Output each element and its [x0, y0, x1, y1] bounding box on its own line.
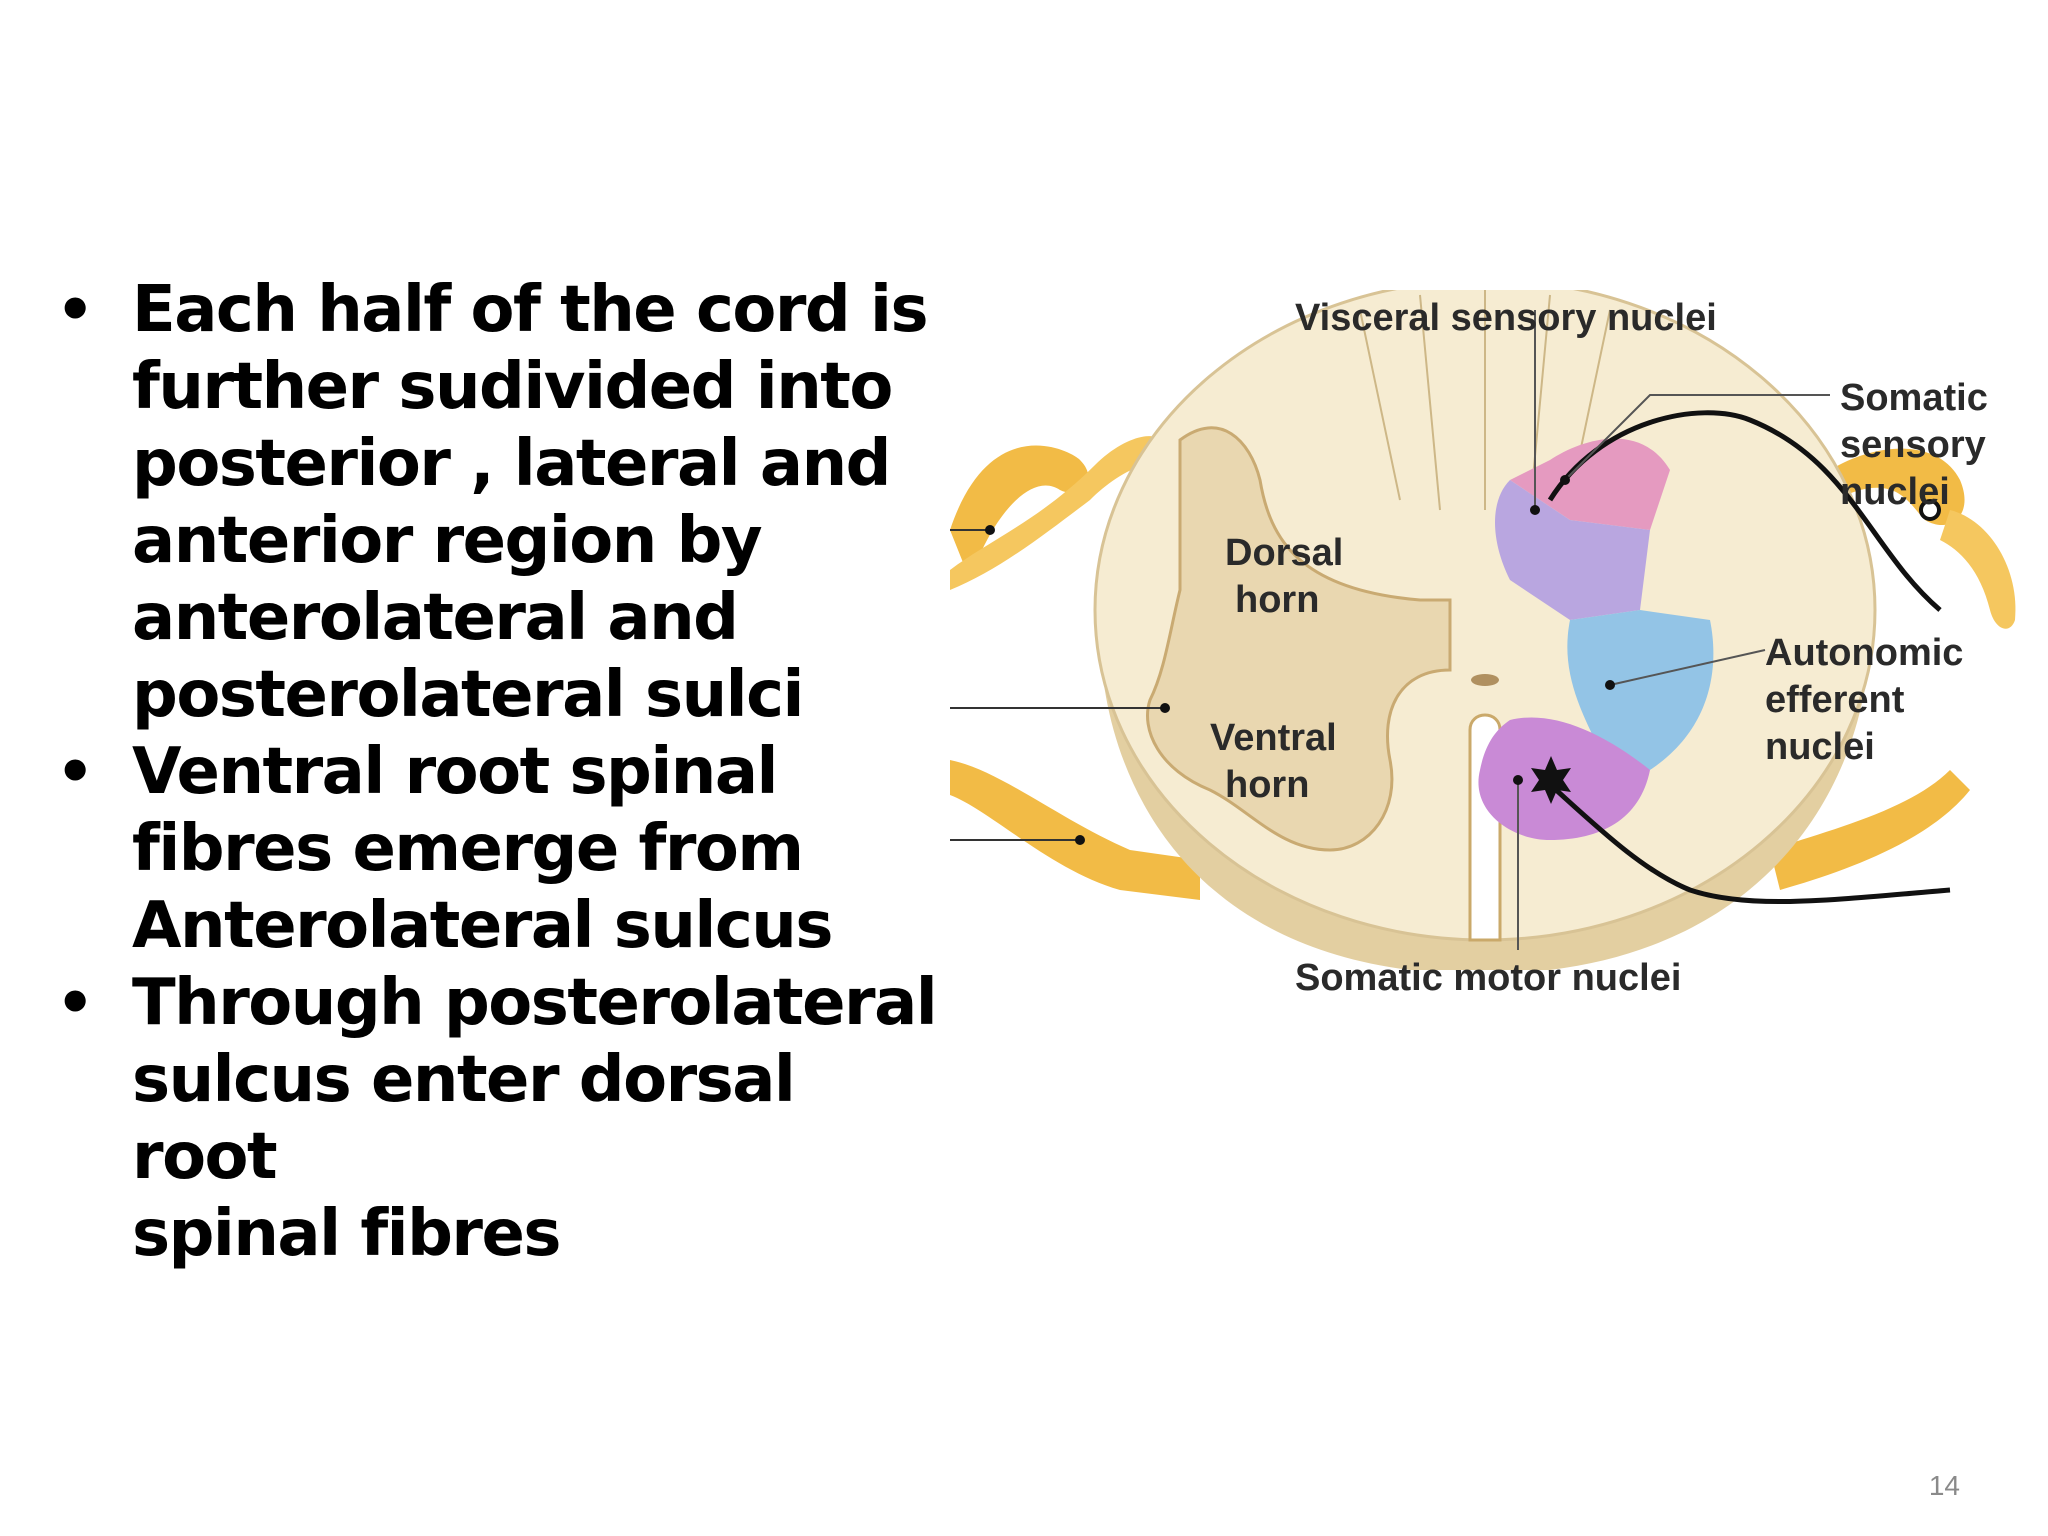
right-ventral-root: [1770, 770, 1970, 890]
left-dorsal-root-fibre: [950, 436, 1160, 590]
bullet-line: further sudivided into: [132, 350, 893, 424]
autonomic-efferent-label-line: nuclei: [1765, 726, 1875, 768]
sensory-ganglion-cell-icon: [1919, 499, 1941, 521]
leader-line-somatic-sensory: [1564, 394, 1830, 481]
ventral-horn-label-line: horn: [1225, 764, 1309, 806]
autonomic-efferent-label-line: efferent: [1765, 679, 1905, 721]
posterior-median-septum: [1359, 290, 1611, 511]
visceral-sensory-nuclei-label: Visceral sensory nuclei: [1295, 297, 1717, 339]
bullet-line: posterolateral sulci: [132, 658, 804, 732]
bullet-line: Through posterolateral: [132, 966, 938, 1040]
motor-neuron-cell-icon: [1531, 756, 1571, 804]
bullet-line: Ventral root spinal: [132, 735, 778, 809]
motor-neuron-fibre: [1543, 778, 1951, 905]
bullet-line: spinal fibres: [132, 1197, 561, 1271]
leader-dot: [1075, 835, 1085, 845]
somatic-sensory-label-line: nuclei: [1840, 471, 1950, 513]
bullet-item: • Each half of the cord is further sudiv…: [52, 272, 952, 734]
bullet-item: • Through posterolateral sulcus enter do…: [52, 965, 952, 1273]
sensory-neuron-fibre: [1547, 410, 1942, 612]
bullet-line: Each half of the cord is: [132, 273, 929, 347]
bullet-line: sulcus enter dorsal root: [132, 1043, 796, 1194]
bullet-dot-icon: •: [56, 275, 94, 345]
somatic-motor-nuclei-label: Somatic motor nuclei: [1295, 957, 1681, 999]
page-number: 14: [1928, 1470, 1960, 1501]
spinal-cord-diagram: Visceral sensory nuclei Somatic sensory …: [950, 290, 2020, 1020]
bullet-line: posterior , lateral and: [132, 427, 891, 501]
bullet-dot-icon: •: [56, 968, 94, 1038]
bullet-line: anterior region by: [132, 504, 763, 578]
left-ventral-root: [950, 760, 1200, 900]
right-dorsal-root: [1770, 448, 1965, 526]
somatic-sensory-label-line: Somatic: [1840, 377, 1988, 419]
leader-dot: [1513, 775, 1523, 785]
central-canal: [1471, 674, 1499, 686]
leader-dot: [1530, 505, 1540, 515]
leader-dot: [1160, 703, 1170, 713]
left-dorsal-root: [950, 445, 1089, 580]
leader-dot: [1560, 475, 1570, 485]
bullet-item: • Ventral root spinal fibres emerge from…: [52, 734, 952, 965]
dorsal-horn-label-line: horn: [1235, 579, 1319, 621]
leader-dot: [1605, 680, 1615, 690]
bullet-line: Anterolateral sulcus: [132, 889, 833, 963]
leader-dot: [985, 525, 995, 535]
somatic-motor-nuclei-region: [1478, 717, 1650, 840]
bullet-line: anterolateral and: [132, 581, 739, 655]
autonomic-efferent-nuclei-region: [1567, 610, 1714, 770]
ventral-horn-label-line: Ventral: [1210, 717, 1337, 759]
leader-line-autonomic: [1609, 649, 1766, 686]
bullet-dot-icon: •: [56, 737, 94, 807]
gray-matter-left: [1146, 426, 1452, 852]
dorsal-horn-label-line: Dorsal: [1225, 532, 1343, 574]
visceral-sensory-nuclei-region: [1495, 480, 1650, 620]
somatic-sensory-label-line: sensory: [1840, 424, 1986, 466]
right-dorsal-ganglion: [1940, 510, 2016, 629]
bullet-list: • Each half of the cord is further sudiv…: [52, 272, 952, 1273]
bullet-line: fibres emerge from: [132, 812, 804, 886]
autonomic-efferent-label-line: Autonomic: [1765, 632, 1963, 674]
somatic-sensory-nuclei-region: [1510, 438, 1670, 530]
